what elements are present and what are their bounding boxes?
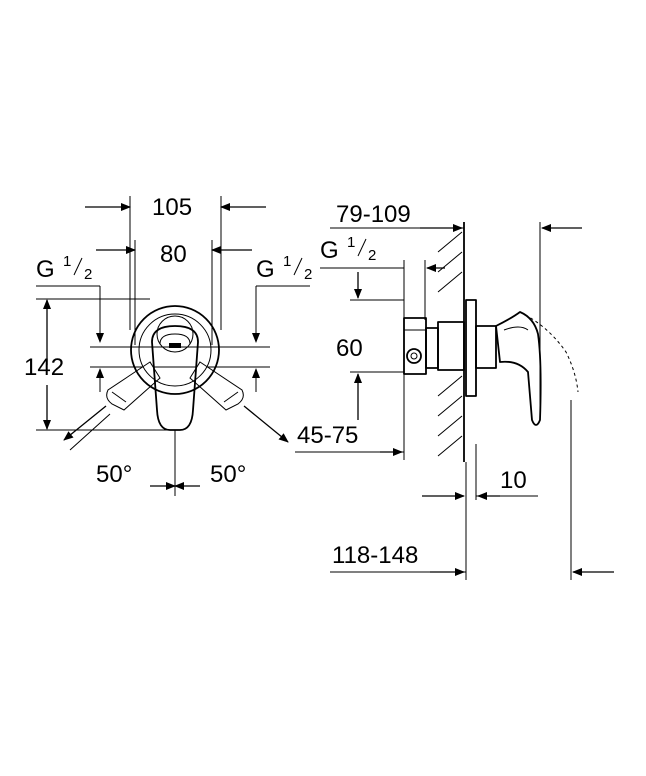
label-thread-side: G 1 2	[320, 234, 376, 264]
front-view	[36, 196, 310, 496]
lever-side	[495, 311, 542, 426]
label-inlet-range: 45-75	[297, 422, 358, 449]
escutcheon-plate	[130, 305, 220, 395]
label-thread-left: G 1 2	[36, 253, 92, 283]
label-total-depth: 118-148	[332, 542, 418, 569]
svg-text:2: 2	[84, 266, 92, 283]
mixer-handle	[151, 325, 199, 431]
escutcheon-side	[465, 299, 477, 397]
label-width-80: 80	[160, 241, 187, 268]
svg-text:2: 2	[304, 266, 312, 283]
wall-hatching	[437, 231, 463, 457]
svg-text:G: G	[320, 237, 339, 264]
svg-text:1: 1	[63, 253, 71, 270]
label-angle-left: 50°	[96, 461, 132, 488]
svg-text:G: G	[36, 256, 55, 283]
label-depth-range: 79-109	[336, 201, 411, 228]
side-view	[295, 222, 614, 580]
dim-arrow-angle-right	[243, 405, 289, 443]
handle-indicator	[169, 343, 181, 348]
svg-text:1: 1	[347, 234, 355, 251]
svg-text:1: 1	[283, 253, 291, 270]
handle-ghost-left	[106, 361, 161, 411]
label-height-142: 142	[24, 354, 64, 381]
label-width-105: 105	[152, 194, 192, 221]
label-angle-right: 50°	[210, 461, 246, 488]
mixer-body	[403, 317, 465, 375]
svg-text:2: 2	[368, 247, 376, 264]
label-thread-right: G 1 2	[256, 253, 312, 283]
label-height-60: 60	[336, 335, 363, 362]
handle-ghost-right	[189, 361, 244, 411]
dim-arrow-angle-left	[63, 405, 107, 441]
label-wall-offset: 10	[500, 467, 527, 494]
svg-text:G: G	[256, 256, 275, 283]
